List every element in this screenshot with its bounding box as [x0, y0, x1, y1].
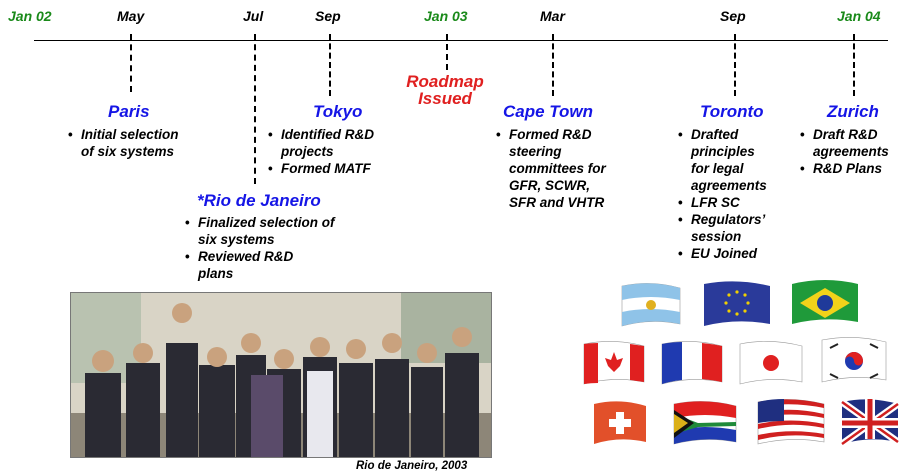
month-label-jan02: Jan 02 — [8, 8, 52, 24]
group-photo — [70, 292, 492, 458]
bullet-item: LFR SC — [678, 194, 798, 211]
south-africa-flag-icon — [673, 401, 737, 445]
month-label-mar: Mar — [540, 8, 565, 24]
bullet-item: Formed MATF — [268, 160, 408, 177]
timeline-axis — [34, 40, 888, 41]
group-photo-image — [71, 293, 491, 457]
roadmap-line2: Issued — [418, 89, 472, 108]
city-title-tokyo: Tokyo — [313, 102, 363, 121]
roadmap-issued-label: Roadmap Issued — [403, 73, 487, 107]
bullet-item: EU Joined — [678, 245, 798, 262]
bullet-item: R&D Plans — [800, 160, 906, 177]
bullet-item: Drafted principles for legal agreements — [678, 126, 776, 194]
bullet-item: Regulators’ session — [678, 211, 776, 245]
meeting-rio: *Rio de Janeiro Finalized selection of s… — [185, 191, 355, 282]
usa-flag-icon — [757, 399, 825, 445]
uk-flag-icon — [840, 399, 900, 446]
photo-caption: Rio de Janeiro, 2003 — [356, 460, 468, 472]
month-label-sep2: Sep — [720, 8, 746, 24]
month-label-may: May — [117, 8, 145, 24]
month-label-jan03: Jan 03 — [424, 8, 468, 24]
bullet-item: Draft R&D agreements — [800, 126, 906, 160]
rio-bullets: Finalized selection of six systems Revie… — [185, 214, 355, 282]
month-label-jul: Jul — [243, 8, 264, 24]
tick-sep — [329, 34, 331, 96]
city-title-paris: Paris — [108, 102, 150, 121]
korea-flag-icon — [821, 337, 887, 383]
city-title-rio: *Rio de Janeiro — [197, 191, 321, 210]
brazil-flag-icon — [792, 280, 858, 324]
bullet-item: Initial selection of six systems — [68, 126, 186, 160]
city-title-capetown: Cape Town — [503, 102, 594, 121]
tick-mar — [552, 34, 554, 96]
bullet-item: Identified R&D projects — [268, 126, 386, 160]
capetown-bullets: Formed R&D steering committees for GFR, … — [496, 126, 626, 211]
eu-flag-icon — [704, 281, 770, 326]
canada-flag-icon — [583, 341, 645, 385]
city-title-zurich: Zurich — [827, 102, 879, 121]
france-flag-icon — [661, 341, 723, 385]
meeting-tokyo: Tokyo Identified R&D projects Formed MAT… — [268, 102, 408, 177]
bullet-item: Reviewed R&D plans — [185, 248, 318, 282]
city-title-toronto: Toronto — [700, 102, 764, 121]
meeting-paris: Paris Initial selection of six systems — [68, 102, 188, 160]
switzerland-flag-icon — [594, 401, 646, 444]
meeting-zurich: Zurich Draft R&D agreements R&D Plans — [800, 102, 906, 177]
meeting-toronto: Toronto Drafted principles for legal agr… — [678, 102, 798, 262]
japan-flag-icon — [739, 341, 803, 385]
toronto-bullets: Drafted principles for legal agreements … — [678, 126, 798, 262]
bullet-item: Formed R&D steering committees for GFR, … — [496, 126, 609, 211]
paris-bullets: Initial selection of six systems — [68, 126, 188, 160]
zurich-bullets: Draft R&D agreements R&D Plans — [800, 126, 906, 177]
month-label-sep: Sep — [315, 8, 341, 24]
tick-jul — [254, 34, 256, 184]
tick-sep2 — [734, 34, 736, 96]
meeting-capetown: Cape Town Formed R&D steering committees… — [496, 102, 626, 211]
tick-jan03 — [446, 34, 448, 70]
tick-may — [130, 34, 132, 92]
roadmap-line1: Roadmap — [406, 72, 484, 91]
month-label-jan04: Jan 04 — [837, 8, 881, 24]
bullet-item: Finalized selection of six systems — [185, 214, 338, 248]
argentina-flag-icon — [621, 283, 681, 327]
tick-jan04 — [853, 34, 855, 96]
tokyo-bullets: Identified R&D projects Formed MATF — [268, 126, 408, 177]
